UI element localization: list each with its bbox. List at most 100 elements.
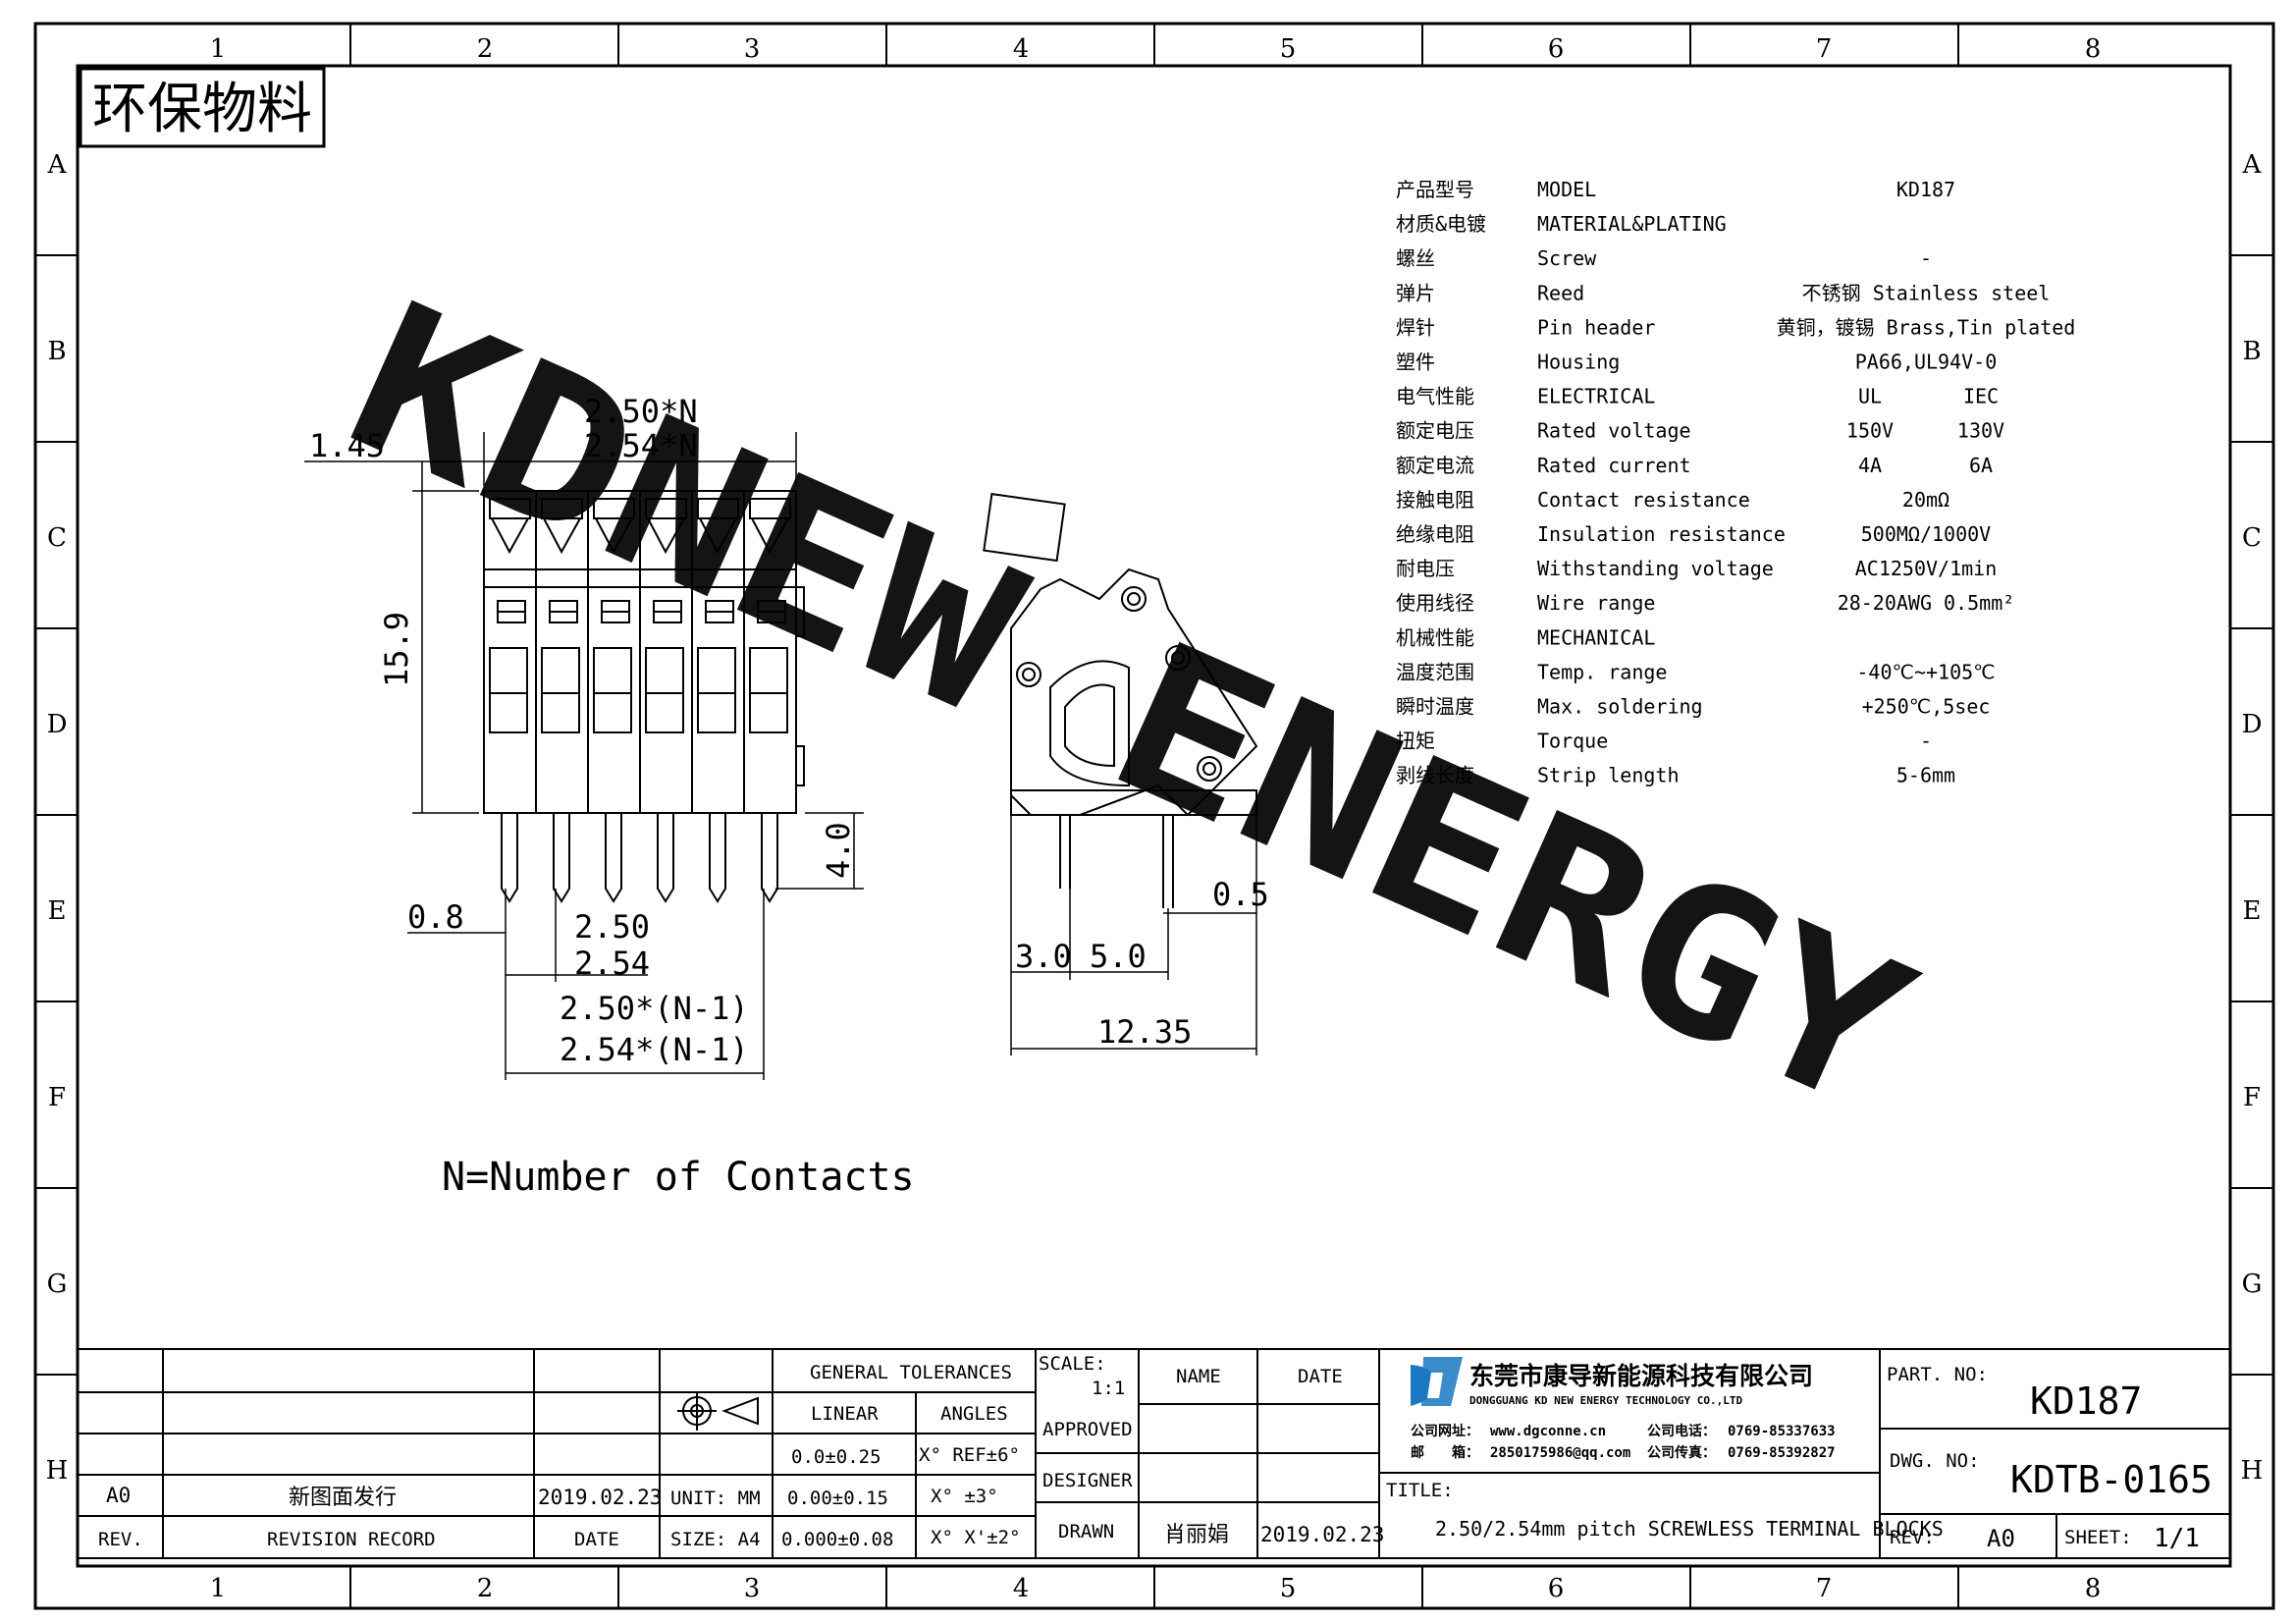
zone-col-top: 1	[210, 34, 227, 64]
spec-cell: 5-6mm	[1896, 764, 1955, 787]
terminal-cell	[491, 517, 529, 555]
zone-col-bottom: 1	[210, 1574, 227, 1603]
spec-cell: Rated current	[1537, 454, 1691, 477]
zone-col-bottom: 7	[1816, 1574, 1833, 1603]
spec-cell: Insulation resistance	[1537, 522, 1786, 546]
zone-row-left: A	[47, 150, 68, 180]
contacts-note: N=Number of Contacts	[442, 1155, 915, 1200]
terminal-cell	[543, 517, 581, 555]
svg-text:SCALE:: SCALE:	[1039, 1353, 1106, 1375]
svg-text:REV.: REV.	[98, 1529, 143, 1550]
spec-cell: 耐电压	[1396, 557, 1455, 580]
dim-pitch-254: 2.54	[574, 945, 650, 982]
svg-text:2019.02.23: 2019.02.23	[538, 1486, 662, 1509]
zone-col-top: 6	[1548, 34, 1565, 64]
terminal-cell	[489, 498, 531, 519]
svg-text:NAME: NAME	[1176, 1366, 1221, 1387]
dim-side-width: 12.35	[1097, 1013, 1192, 1051]
zone-row-right: A	[2242, 150, 2263, 180]
spec-cell: 螺丝	[1396, 246, 1435, 270]
spec-cell: 不锈钢 Stainless steel	[1802, 281, 2051, 304]
terminal-cell	[657, 813, 674, 903]
spec-cell: +250℃,5sec	[1862, 695, 1991, 719]
spec-cell: 剥线长度	[1396, 764, 1474, 787]
dim-span-250: 2.50*(N-1)	[560, 990, 749, 1027]
svg-text:邮 箱：: 邮 箱：	[1411, 1444, 1479, 1461]
zone-row-left: B	[47, 337, 66, 366]
svg-text:DRAWN: DRAWN	[1058, 1521, 1114, 1542]
terminal-cell	[605, 813, 622, 903]
svg-text:DONGGUANG KD NEW ENERGY TECHNO: DONGGUANG KD NEW ENERGY TECHNOLOGY CO.,L…	[1469, 1394, 1743, 1407]
spec-cell: 扭矩	[1396, 730, 1435, 753]
zone-col-top: 5	[1280, 34, 1297, 64]
terminal-cell	[647, 517, 685, 555]
spec-cell: IEC	[1963, 385, 1999, 408]
svg-text:A0: A0	[1987, 1525, 2015, 1552]
svg-text:GENERAL TOLERANCES: GENERAL TOLERANCES	[810, 1362, 1012, 1383]
dim-side-b: 5.0	[1090, 938, 1147, 975]
svg-text:www.dgconne.cn: www.dgconne.cn	[1490, 1424, 1606, 1439]
svg-text:A0: A0	[106, 1484, 131, 1507]
zone-row-left: F	[48, 1083, 66, 1112]
spec-cell: Pin header	[1537, 315, 1655, 339]
svg-text:公司传真：: 公司传真：	[1647, 1444, 1716, 1461]
svg-text:2019.02.23: 2019.02.23	[1260, 1523, 1384, 1546]
svg-text:REVISION RECORD: REVISION RECORD	[267, 1529, 436, 1550]
svg-text:1/1: 1/1	[2154, 1524, 2200, 1553]
spec-cell: Contact resistance	[1537, 488, 1750, 512]
spec-cell: Max. soldering	[1537, 695, 1703, 719]
svg-text:PART. NO:: PART. NO:	[1887, 1364, 1988, 1385]
title-block-texts: GENERAL TOLERANCES LINEAR ANGLES 0.0±0.2…	[98, 1353, 2213, 1553]
svg-text:APPROVED: APPROVED	[1042, 1419, 1133, 1440]
zone-row-right: H	[2241, 1456, 2264, 1486]
svg-text:公司电话：: 公司电话：	[1647, 1423, 1716, 1439]
svg-text:0.000±0.08: 0.000±0.08	[781, 1529, 893, 1550]
spec-cell: 温度范围	[1396, 660, 1474, 683]
company-logo-icon	[1411, 1357, 1463, 1406]
spec-cell: UL	[1858, 385, 1882, 408]
svg-text:1:1: 1:1	[1092, 1378, 1125, 1399]
spec-cell: Torque	[1537, 730, 1608, 753]
spec-cell: 4A	[1858, 454, 1882, 477]
svg-text:新图面发行: 新图面发行	[289, 1486, 397, 1510]
spec-cell: 焊针	[1396, 315, 1435, 339]
spec-cell: 弹片	[1396, 281, 1435, 304]
zone-row-left: E	[48, 896, 67, 926]
eco-stamp-box	[79, 67, 326, 148]
svg-text:DATE: DATE	[1298, 1366, 1343, 1387]
svg-text:UNIT: MM: UNIT: MM	[670, 1488, 761, 1509]
zone-col-bottom: 2	[477, 1574, 494, 1603]
spec-cell: 机械性能	[1396, 625, 1474, 649]
terminal-cell	[709, 813, 726, 903]
dim-side-c: 0.5	[1212, 876, 1269, 913]
spec-cell: 150V	[1846, 419, 1894, 443]
spec-cell: 6A	[1969, 454, 1993, 477]
projection-symbol-icon	[677, 1391, 759, 1431]
svg-text:DWG. NO:: DWG. NO:	[1890, 1450, 1980, 1472]
dim-offset: 1.45	[309, 427, 385, 464]
terminal-cell	[553, 813, 570, 903]
svg-text:2.50/2.54mm pitch SCREWLESS TE: 2.50/2.54mm pitch SCREWLESS TERMINAL BLO…	[1435, 1517, 1944, 1541]
dim-pitch-250: 2.50	[574, 908, 650, 946]
terminal-cell	[749, 692, 788, 733]
spec-cell: 额定电流	[1396, 454, 1474, 477]
terminal-cell	[489, 692, 528, 733]
svg-text:SHEET:: SHEET:	[2064, 1527, 2132, 1548]
dimension-lines	[304, 432, 1257, 1080]
spec-cell: 瞬时温度	[1396, 695, 1474, 719]
zone-row-right: E	[2243, 896, 2262, 926]
spec-cell: Reed	[1537, 281, 1584, 304]
spec-cell: PA66,UL94V-0	[1855, 351, 1998, 374]
spec-cell: 额定电压	[1396, 419, 1474, 443]
zone-row-right: G	[2242, 1270, 2263, 1299]
svg-text:公司网址：: 公司网址：	[1411, 1423, 1479, 1439]
zone-row-left: C	[47, 523, 67, 553]
company-texts: 东莞市康导新能源科技有限公司 DONGGUANG KD NEW ENERGY T…	[1411, 1362, 1836, 1461]
dim-width-250: 2.50*N	[584, 393, 698, 430]
spec-cell: Rated voltage	[1537, 419, 1691, 443]
spec-cell: -	[1920, 730, 1932, 753]
svg-text:肖丽娟: 肖丽娟	[1164, 1523, 1229, 1547]
svg-text:SIZE: A4: SIZE: A4	[670, 1529, 761, 1550]
